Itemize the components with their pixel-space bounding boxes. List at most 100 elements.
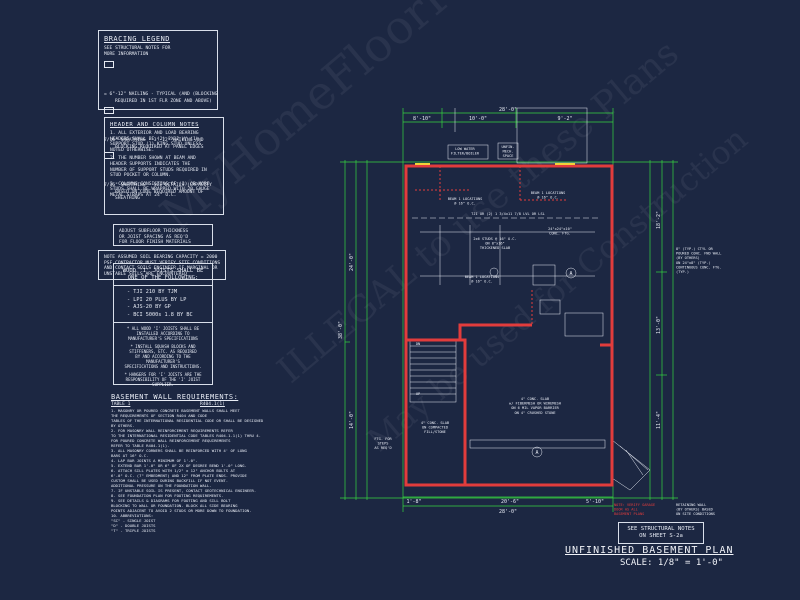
bracing-item-text: SHEATHING — [115, 195, 140, 201]
section-marker: A — [535, 450, 538, 456]
basement-wall-note: CUSTOM SHALL BE USED DURING BACKFILL IF … — [111, 478, 229, 483]
dim-bottom-segment: 20'-6" — [501, 499, 519, 505]
room-label: DOOR AS ALL — [614, 508, 638, 512]
room-label: BEAM 1 LOCATIONS — [448, 197, 483, 201]
header-notes-title: HEADER AND COLUMN NOTES — [110, 122, 199, 128]
soil-note-line: NOTE ASSUMED SOIL BEARING CAPACITY = 200… — [104, 255, 218, 260]
bracing-symbol-icon — [104, 106, 114, 114]
basement-wall-note: 6. ATTACH SILL PLATES WITH 1/2" x 12" AN… — [111, 468, 236, 473]
soil-note-line: UNSTABLE SOILS ARE ENCOUNTERED — [104, 271, 187, 277]
room-label: 4" CONC. SLAB — [421, 421, 449, 425]
dim-right: 13'-0" — [656, 316, 662, 334]
room-label: 24"x24"x10" — [548, 227, 572, 231]
room-label: ON 24"x8" (TYP.) — [676, 261, 711, 265]
header-note-line: SUPPORT STUD (1) KING STUD UNLESS — [110, 142, 202, 148]
joist-footnote: INSTALLED ACCORDING TO — [136, 331, 190, 336]
basement-wall-note: BARS AT 16" O.C. — [111, 453, 149, 458]
joist-heading: ONE OF THE FOLLOWING: — [127, 275, 199, 281]
basement-wall-note: 2. FOR MASONRY WALL REINFORCEMENT REQUIR… — [111, 428, 233, 433]
room-label: MECH. — [503, 150, 514, 154]
bracing-item-text: 7/16" SHEATHING - SEE DETAILS (CAPACITY — [104, 183, 212, 189]
joist-footnote: MANUFACTURER'S — [146, 359, 180, 364]
room-label: @ 16" O.C. — [537, 196, 559, 200]
see-notes-line: SEE STRUCTURAL NOTES — [627, 526, 695, 532]
basement-wall-note: BY OTHERS. — [111, 423, 135, 428]
room-label: @ 16" O.C. — [454, 202, 476, 206]
header-note-line: 3. COLUMNS CONSISTING OF (3) OR MORE — [110, 181, 210, 187]
basement-table-ref: R404.1(1) — [200, 402, 225, 407]
subfloor-note-line: FOR FLOOR FINISH MATERIALS — [119, 240, 191, 246]
dim-right: 18'-2" — [656, 211, 662, 229]
joist-option: - AJS-20 BY GP — [127, 304, 171, 310]
room-label: ON SITE CONDITIONS — [676, 512, 715, 516]
bracing-legend-line: SEE STRUCTURAL NOTES FOR — [104, 46, 171, 51]
bracing-legend-title: BRACING LEGEND — [104, 35, 171, 43]
header-note-line: HEADERS SHALL BE (2) 2X12 W/ (1) — [110, 136, 199, 142]
room-label: LOW WATER — [455, 147, 475, 151]
basement-wall-note: "T" - TRIPLE JOISTS — [111, 528, 156, 533]
dim-bottom-segment: 1'-8" — [406, 499, 421, 505]
room-label: BEAM 1 LOCATIONS — [531, 191, 566, 195]
header-note-line: METAL STRAPS AT 24" O.C. — [110, 192, 177, 198]
joist-footnote: STIFFENERS, ETC. AS REQUIRED — [129, 349, 197, 354]
bracing-item: 7/16" SHEATHING - 3"-12" NAILING AND — [104, 106, 212, 145]
basement-wall-note: REFER TO TABLE R404.1(1). — [111, 443, 170, 448]
interior-wall — [458, 323, 532, 340]
room-label: UNFIN. — [502, 145, 515, 149]
header-notes-box: HEADER AND COLUMN NOTES 1. ALL EXTERIOR … — [104, 117, 224, 215]
subfloor-note-box: ADJUST SUBFLOOR THICKNESS OR JOIST SPACI… — [113, 224, 213, 246]
room-label: BASEMENT PLANS — [614, 512, 644, 516]
room-label: (TYP.) — [676, 270, 689, 274]
header-note-line: STUD POCKET OR COLUMN. — [110, 173, 171, 179]
header-note-line: NUMBER OF SUPPORT STUDS REQUIRED IN — [110, 167, 207, 173]
dim-top-segment: 10'-0" — [469, 116, 487, 122]
joist-option: - BCI 5000s 1.8 BY BC — [127, 311, 193, 318]
basement-wall-note: 8. SEE FOUNDATION PLAN FOR FOOTING REQUI… — [111, 493, 224, 498]
bracing-item-text: REQUIRED IN 1ST FLR ZONE AND ABOVE) — [115, 99, 212, 105]
section-marker: A — [569, 271, 572, 277]
dim-left: 38'-0" — [338, 321, 344, 339]
room-label: (BY OTHERS) BASED — [676, 508, 713, 512]
basement-wall-title: BASEMENT WALL REQUIREMENTS: — [111, 393, 239, 401]
header-note-line: NOTED OTHERWISE. — [110, 147, 155, 153]
soil-note-line: AND CONTACT SOILS ENGINEER IF MARGINAL O… — [104, 266, 218, 272]
room-label: ON 4" CRUSHED STONE — [514, 411, 555, 415]
bracing-item-text: BASED ON CODE REQUIRED AMOUNT OF — [115, 190, 204, 196]
dim-left: 14'-0" — [349, 411, 355, 429]
room-label: ON 8"x16" — [485, 242, 504, 246]
room-label: DN — [416, 342, 420, 346]
joist-option: - LPI 20 PLUS BY LP — [127, 296, 187, 303]
room-label: 8" (TYP.) CTYL OR — [676, 247, 714, 251]
joist-footnote: * ALL WOOD 'I' JOISTS SHALL BE — [126, 326, 200, 331]
bracing-legend-box: BRACING LEGEND SEE STRUCTURAL NOTES FOR … — [98, 30, 218, 201]
basement-wall-note: 4. LAP BAR JOINTS A MINIMUM OF 1'-0". — [111, 458, 198, 463]
room-label: (BY OTHERS) — [676, 256, 700, 260]
room-label: RETAINING WALL — [676, 503, 706, 507]
bracing-legend-line: MORE INFORMATION — [104, 51, 149, 57]
basement-table-label: TABLE 1 — [111, 402, 131, 407]
room-label: ON 6 MIL VAPOR BARRIER — [511, 406, 559, 410]
room-label: FILL/STONE — [424, 430, 446, 434]
joist-heading: WOOD 'I' JOISTS SHALL BE — [122, 268, 204, 274]
basement-wall-note: BLOCKING TO WALL OR FOUNDATION. BLOCK AL… — [111, 503, 238, 508]
plan-scale: SCALE: 1/8" = 1'-0" — [620, 558, 723, 568]
room-label: UP — [416, 392, 420, 396]
joist-footnote: MANUFACTURER'S SPECIFICATIONS — [128, 336, 198, 341]
room-label: SPACE — [503, 154, 514, 158]
subfloor-note-line: OR JOIST SPACING AS REQ'D — [119, 234, 189, 240]
basement-wall-note: THE REQUIREMENTS OF SECTION R404 AND COD… — [111, 413, 208, 418]
room-label: STEPS — [378, 442, 389, 446]
dim-top-overall: 28'-0" — [499, 107, 517, 113]
room-label: @ 16" O.C. — [471, 280, 493, 284]
room-label: FTG. FOR — [374, 437, 392, 441]
basement-wall-note: "SC" - SINGLE JOIST — [111, 518, 156, 523]
basement-wall-note: "D" - DOUBLE JOISTS — [111, 523, 156, 528]
room-label: AS REQ'D — [374, 446, 391, 450]
foundation-wall — [404, 164, 614, 487]
room-label: CONTINUOUS CONC. FTG. — [676, 265, 721, 269]
joist-option: - TJI 210 BY TJM — [127, 289, 177, 295]
joist-note-box: WOOD 'I' JOISTS SHALL BE ONE OF THE FOLL… — [113, 263, 213, 387]
room-label: w/ FIBERMESH OR WIREMESH — [509, 402, 561, 406]
bracing-item-text: 7/16" SHEATHING - 3"-12" NAILING AND — [104, 137, 204, 143]
